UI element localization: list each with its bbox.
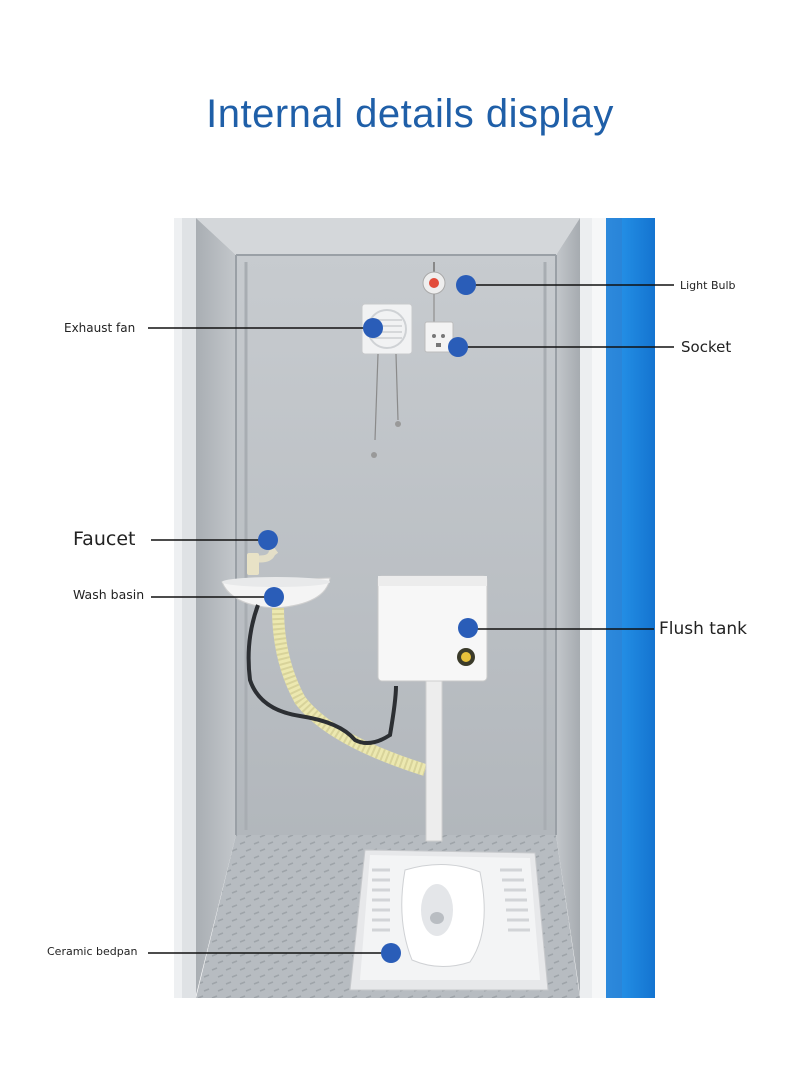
ceramic-bedpan-marker [381, 943, 401, 963]
faucet-marker [258, 530, 278, 550]
socket-label: Socket [681, 338, 732, 356]
exhaust-fan-label: Exhaust fan [64, 321, 136, 335]
right-wall [556, 218, 580, 995]
light-bulb-marker [456, 275, 476, 295]
wash-basin-marker [264, 587, 284, 607]
water-hose [246, 604, 398, 746]
ceramic-bedpan-label: Ceramic bedpan [47, 945, 138, 958]
flush-tank-marker [458, 618, 478, 638]
ceiling [196, 218, 580, 255]
wall-socket [424, 321, 454, 353]
page-title: Internal details display [206, 92, 614, 136]
flush-pipe [425, 680, 443, 842]
left-wall [196, 218, 236, 995]
exhaust-fan-marker [363, 318, 383, 338]
wash-basin-label: Wash basin [73, 587, 145, 602]
flush-tank-label: Flush tank [659, 619, 748, 639]
exhaust-fan [361, 303, 413, 355]
light-bulb-label: Light Bulb [680, 279, 736, 292]
faucet [248, 547, 279, 573]
faucet-label: Faucet [73, 528, 136, 550]
socket-marker [448, 337, 468, 357]
